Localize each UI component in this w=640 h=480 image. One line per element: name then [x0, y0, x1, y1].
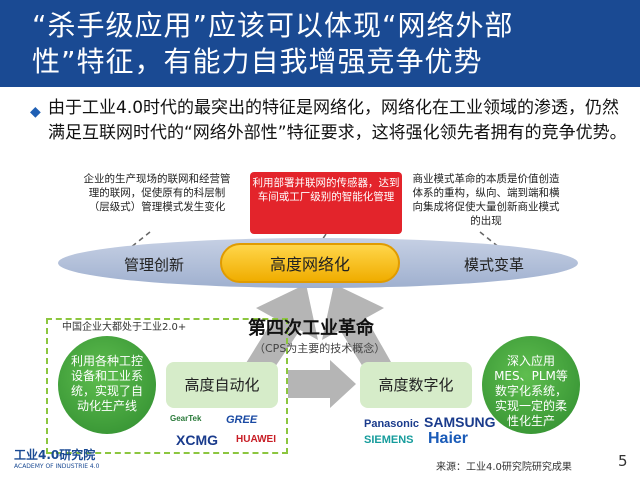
high-automation-box: 高度自动化: [166, 362, 278, 408]
logo-xcmg: XCMG: [176, 432, 218, 448]
page-number: 5: [618, 452, 628, 470]
callout-sensors: 利用部署并联网的传感器，达到车间或工厂级别的智能化管理: [250, 172, 402, 234]
high-digitalization-box: 高度数字化: [360, 362, 472, 408]
droplet-bullet-icon: ◆: [30, 104, 41, 120]
title-line-2: 性”特征，有能力自我增强竞争优势: [32, 45, 483, 78]
logo-gree: GREE: [226, 414, 258, 426]
digitalization-circle: 深入应用MES、PLM等数字化系统，实现一定的柔性化生产: [482, 336, 580, 434]
title-bar: [0, 0, 640, 87]
industry-2-box: [46, 318, 288, 454]
title-line-1: “杀手级应用”应该可以体现“网络外部: [32, 9, 514, 42]
logo-panasonic: Panasonic: [364, 418, 420, 430]
industry-note: 中国企业大都处于工业2.0+: [62, 322, 187, 333]
slide-title: “杀手级应用”应该可以体现“网络外部 性”特征，有能力自我增强竞争优势: [32, 8, 632, 80]
callout-business-model: 商业模式革命的本质是价值创造体系的重构，纵向、端到端和横向集成将促使大量创新商业…: [412, 173, 560, 227]
academy-logo-text: 工业4.0研究院: [14, 448, 96, 462]
logo-geartek: GearTek: [170, 414, 202, 423]
cps-subtitle: （CPS为主要的技术概念）: [254, 342, 386, 355]
logo-huawei: HUAWEI: [236, 434, 276, 445]
bullet-text: 由于工业4.0时代的最突出的特征是网络化，网络化在工业领域的渗透，仍然满足互联网…: [48, 98, 627, 143]
right-horizontal-arrow: [288, 360, 356, 408]
automation-circle: 利用各种工控设备和工业系统，实现了自动化生产线: [58, 336, 156, 434]
model-change-label: 模式变革: [464, 256, 525, 274]
industry-academy-logo: 工业4.0研究院 ACADEMY OF INDUSTRIE 4.0: [14, 446, 99, 470]
high-networking-pill: 高度网络化: [220, 243, 400, 283]
source-note: 来源：工业4.0研究院研究成果: [436, 462, 572, 473]
logo-samsung: SAMSUNG: [424, 414, 496, 430]
academy-logo-text-en: ACADEMY OF INDUSTRIE 4.0: [14, 463, 100, 470]
fourth-revolution-title: 第四次工业革命: [248, 318, 374, 339]
logo-siemens: SIEMENS: [364, 434, 414, 446]
management-innovation-label: 管理创新: [124, 256, 185, 274]
logo-haier: Haier: [428, 430, 469, 447]
callout-management: 企业的生产现场的联网和经营管理的联网，促使原有的科层制（层级式）管理模式发生变化: [83, 173, 231, 213]
